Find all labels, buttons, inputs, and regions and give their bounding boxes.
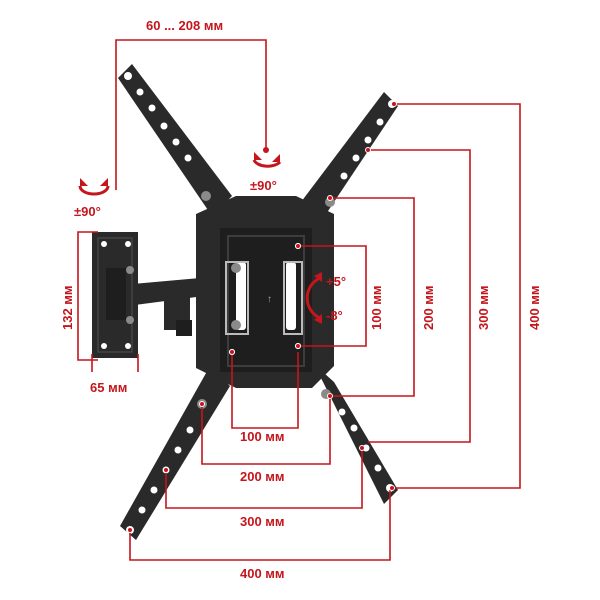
vesa-v-100-label: 100 мм [369,285,384,330]
vesa-v-200-label: 200 мм [421,285,436,330]
rotate-top-label: ±90° [250,178,277,193]
svg-text:↑: ↑ [267,294,272,305]
rotate-top-icon [252,147,282,168]
vesa-h-200-label: 200 мм [240,469,285,484]
tilt-down-label: -8° [326,308,343,323]
rotate-left-label: ±90° [74,204,101,219]
wall-plate [92,232,138,358]
dimension-lines [77,39,521,561]
vesa-v-300-label: 300 мм [476,285,491,330]
dimension-labels: 60 ... 208 мм ±90° ±90° +5° -8° 132 мм 6… [60,18,542,581]
tilt-arrows-icon [305,272,322,324]
vesa-h-300-label: 300 мм [240,514,285,529]
vesa-h-100-label: 100 мм [240,429,285,444]
swivel-range-label: 60 ... 208 мм [146,18,223,33]
rotate-left-icon [78,178,110,196]
vesa-v-400-label: 400 мм [527,285,542,330]
vesa-h-400-label: 400 мм [240,566,285,581]
tilt-up-label: +5° [326,274,346,289]
bracket-center-plate: ↑ [196,196,334,388]
wall-plate-height-label: 132 мм [60,285,75,330]
tv-bracket: ↑ [92,64,398,540]
wall-plate-width-label: 65 мм [90,380,127,395]
